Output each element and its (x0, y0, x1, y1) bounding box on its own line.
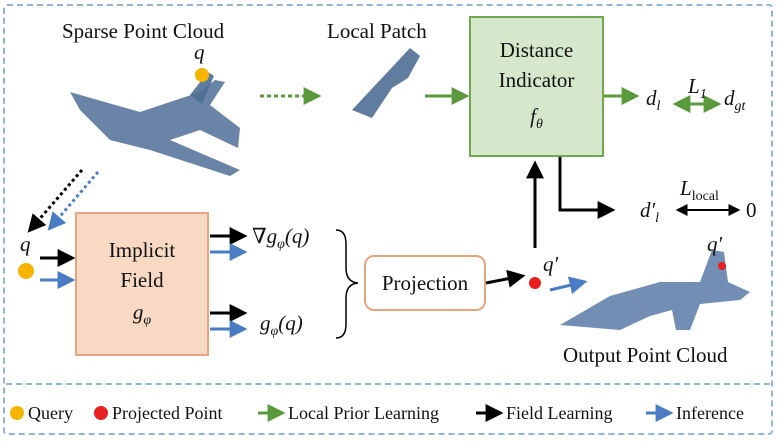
blue-arrow-to-output (549, 276, 588, 295)
output-point-cloud-label: Output Point Cloud (563, 343, 728, 367)
local-patch-label: Local Patch (327, 19, 427, 43)
distance-indicator-box: Distance Indicator fθ (469, 16, 604, 157)
legend-inference-label: Inference (676, 403, 744, 423)
distance-indicator-title-line1: Distance (499, 38, 574, 62)
black-dotted-arrow-to-query (27, 169, 84, 233)
implicit-field-title-line1: Implicit (108, 238, 176, 262)
implicit-field-title-line2: Field (120, 268, 164, 292)
output-projected-point (718, 262, 726, 270)
projected-point-q-prime (529, 277, 541, 289)
query-label-top: q (194, 40, 205, 64)
L-local-label: Llocal (680, 176, 719, 205)
legend-projected-dot (94, 406, 108, 420)
gradient-label: ∇gφ(q) (252, 224, 310, 253)
curly-brace (335, 229, 359, 339)
implicit-field-symbol: gφ (132, 300, 152, 329)
d-l-label: dl (646, 86, 661, 115)
q-prime-label-mid: q′ (543, 252, 559, 276)
projection-box: Projection (364, 255, 486, 311)
legend-projected-point-label: Projected Point (112, 403, 223, 423)
sparse-airplane-point-cloud (70, 72, 240, 176)
distance-indicator-symbol: fθ (530, 104, 543, 133)
value-label: gφ(q) (260, 311, 303, 340)
legend-query-dot (10, 406, 24, 420)
L1-label: L1 (688, 74, 707, 103)
diagram-frame (3, 4, 773, 435)
projection-label: Projection (381, 271, 469, 295)
black-arrow-to-q-prime (485, 269, 526, 288)
legend-field-learning-label: Field Learning (506, 403, 613, 423)
sparse-point-cloud-label: Sparse Point Cloud (62, 19, 225, 43)
d-gt-label: dgt (724, 86, 746, 115)
legend-query-label: Query (28, 403, 73, 423)
query-point-left (18, 263, 34, 279)
black-arrow-to-d-prime-l (558, 157, 616, 219)
zero-label: 0 (746, 198, 757, 222)
implicit-field-box: Implicit Field gφ (75, 212, 209, 356)
local-patch-point-cloud (352, 48, 420, 118)
distance-indicator-title-line2: Indicator (498, 68, 575, 92)
legend-separator (6, 383, 770, 385)
legend-local-prior-learning-label: Local Prior Learning (288, 403, 439, 423)
blue-dotted-arrow-to-query (47, 171, 100, 231)
output-airplane-point-cloud (560, 250, 750, 330)
q-prime-label-output: q′ (707, 232, 723, 256)
d-prime-l-label: d′l (640, 198, 659, 227)
query-point-top (195, 68, 209, 82)
query-label-left: q (20, 232, 31, 256)
